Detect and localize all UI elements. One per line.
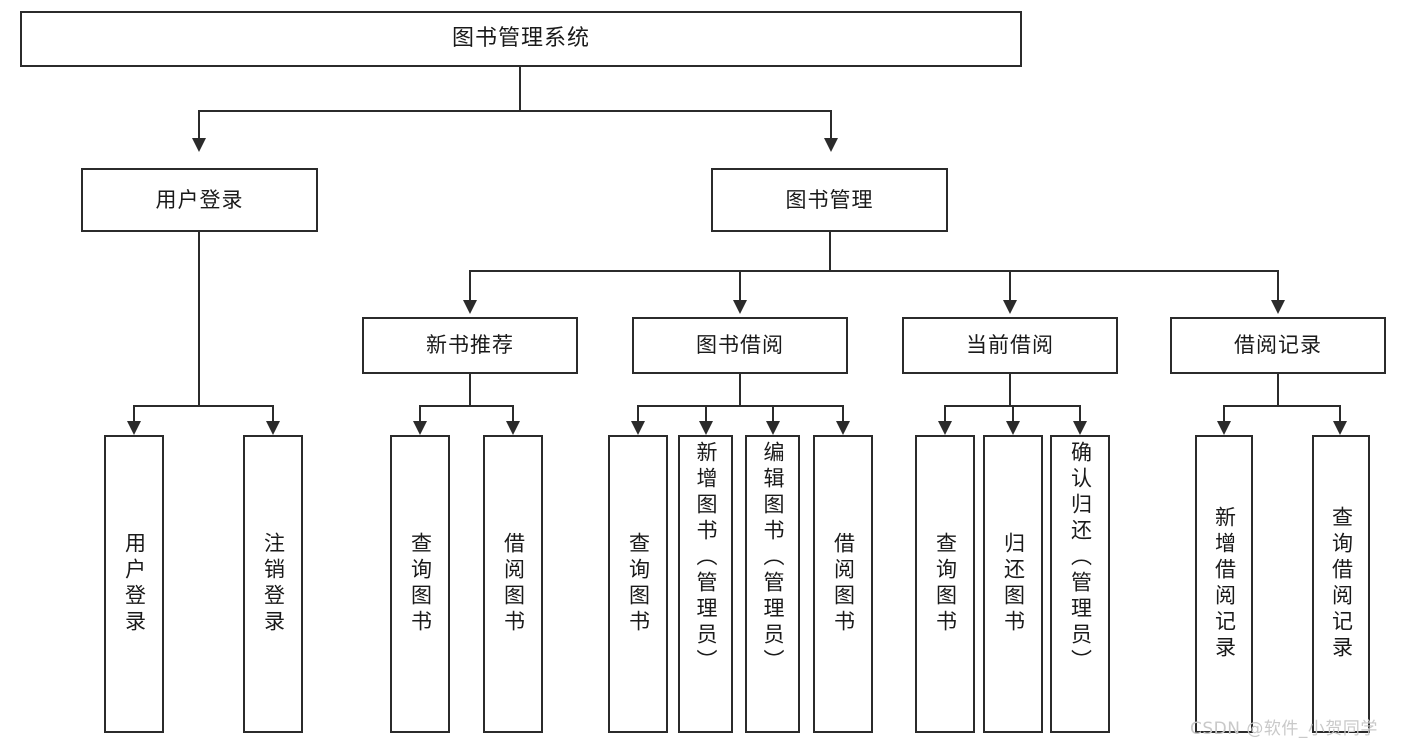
connector-bb-leaf-2 bbox=[705, 405, 707, 423]
connector-user-login-stem bbox=[198, 232, 200, 406]
arrow-to-leaf-logout bbox=[266, 421, 280, 435]
leaf-return-book[interactable]: 归还图书 bbox=[983, 435, 1043, 733]
arrow-to-new-book-recommend bbox=[463, 300, 477, 314]
node-new-book-recommend[interactable]: 新书推荐 bbox=[362, 317, 578, 374]
connector-current-borrow-stem bbox=[1009, 374, 1011, 406]
leaf-user-login[interactable]: 用户登录 bbox=[104, 435, 164, 733]
arrow-bb-leaf-3 bbox=[766, 421, 780, 435]
arrow-bb-leaf-4 bbox=[836, 421, 850, 435]
connector-nbr-leaf-1 bbox=[419, 405, 421, 423]
connector-to-current-borrow bbox=[1009, 270, 1011, 302]
arrow-bb-leaf-1 bbox=[631, 421, 645, 435]
arrow-bb-leaf-2 bbox=[699, 421, 713, 435]
leaf-label: 新增借阅记录 bbox=[1212, 506, 1237, 662]
leaf-query-book-bb[interactable]: 查询图书 bbox=[608, 435, 668, 733]
leaf-add-book-admin[interactable]: 新增图书（管理员） bbox=[678, 435, 733, 733]
leaf-query-borrow-record[interactable]: 查询借阅记录 bbox=[1312, 435, 1370, 733]
connector-root-stem bbox=[519, 67, 521, 111]
connector-br-leaf-1 bbox=[1223, 405, 1225, 423]
node-label: 用户登录 bbox=[155, 187, 244, 212]
connector-to-new-book-recommend bbox=[469, 270, 471, 302]
arrow-to-book-borrow bbox=[733, 300, 747, 314]
arrow-cb-leaf-3 bbox=[1073, 421, 1087, 435]
node-label: 图书借阅 bbox=[696, 333, 784, 357]
arrow-br-leaf-1 bbox=[1217, 421, 1231, 435]
arrow-br-leaf-2 bbox=[1333, 421, 1347, 435]
leaf-add-borrow-record[interactable]: 新增借阅记录 bbox=[1195, 435, 1253, 733]
arrow-cb-leaf-1 bbox=[938, 421, 952, 435]
leaf-label: 借阅图书 bbox=[831, 532, 856, 636]
connector-book-borrow-bus bbox=[637, 405, 843, 407]
arrow-to-user-login bbox=[192, 138, 206, 152]
connector-new-book-recommend-stem bbox=[469, 374, 471, 406]
connector-borrow-record-stem bbox=[1277, 374, 1279, 406]
leaf-label: 新增图书（管理员） bbox=[694, 441, 718, 675]
leaf-confirm-return-admin[interactable]: 确认归还（管理员） bbox=[1050, 435, 1110, 733]
leaf-query-book-nbr[interactable]: 查询图书 bbox=[390, 435, 450, 733]
connector-cb-leaf-3 bbox=[1079, 405, 1081, 423]
arrow-cb-leaf-2 bbox=[1006, 421, 1020, 435]
connector-bb-leaf-3 bbox=[772, 405, 774, 423]
connector-borrow-record-bus bbox=[1223, 405, 1341, 407]
leaf-label: 查询图书 bbox=[933, 532, 958, 636]
leaf-label: 注销登录 bbox=[261, 532, 286, 636]
connector-br-leaf-2 bbox=[1339, 405, 1341, 423]
arrow-nbr-leaf-1 bbox=[413, 421, 427, 435]
node-book-borrow[interactable]: 图书借阅 bbox=[632, 317, 848, 374]
connector-root-to-user-login bbox=[198, 110, 200, 140]
connector-cb-leaf-2 bbox=[1012, 405, 1014, 423]
connector-nbr-leaf-2 bbox=[512, 405, 514, 423]
connector-new-book-recommend-bus bbox=[419, 405, 514, 407]
connector-to-borrow-record bbox=[1277, 270, 1279, 302]
leaf-label: 确认归还（管理员） bbox=[1068, 441, 1093, 675]
leaf-label: 编辑图书（管理员） bbox=[761, 441, 785, 675]
leaf-label: 查询图书 bbox=[408, 532, 433, 636]
leaf-borrow-book-bb[interactable]: 借阅图书 bbox=[813, 435, 873, 733]
connector-cb-leaf-1 bbox=[944, 405, 946, 423]
connector-root-bus bbox=[198, 110, 832, 112]
watermark-csdn: CSDN @软件_小贺同学 bbox=[1190, 719, 1378, 739]
connector-root-to-book-management bbox=[830, 110, 832, 140]
leaf-label: 查询图书 bbox=[626, 532, 651, 636]
connector-level3-bus bbox=[469, 270, 1279, 272]
leaf-label: 用户登录 bbox=[122, 532, 147, 636]
node-label: 借阅记录 bbox=[1234, 333, 1322, 357]
connector-to-leaf-user-login bbox=[133, 405, 135, 423]
node-user-login[interactable]: 用户登录 bbox=[81, 168, 318, 232]
connector-book-management-stem bbox=[829, 232, 831, 271]
node-current-borrow[interactable]: 当前借阅 bbox=[902, 317, 1118, 374]
leaf-logout[interactable]: 注销登录 bbox=[243, 435, 303, 733]
connector-to-leaf-logout bbox=[272, 405, 274, 423]
leaf-label: 归还图书 bbox=[1001, 532, 1026, 636]
leaf-label: 查询借阅记录 bbox=[1329, 506, 1354, 662]
leaf-query-book-cb[interactable]: 查询图书 bbox=[915, 435, 975, 733]
node-label: 当前借阅 bbox=[966, 333, 1054, 357]
arrow-to-leaf-user-login bbox=[127, 421, 141, 435]
arrow-nbr-leaf-2 bbox=[506, 421, 520, 435]
node-book-management-system[interactable]: 图书管理系统 bbox=[20, 11, 1022, 67]
node-book-management[interactable]: 图书管理 bbox=[711, 168, 948, 232]
connector-bb-leaf-1 bbox=[637, 405, 639, 423]
leaf-borrow-book-nbr[interactable]: 借阅图书 bbox=[483, 435, 543, 733]
node-borrow-record[interactable]: 借阅记录 bbox=[1170, 317, 1386, 374]
arrow-to-borrow-record bbox=[1271, 300, 1285, 314]
leaf-label: 借阅图书 bbox=[501, 532, 526, 636]
leaf-edit-book-admin[interactable]: 编辑图书（管理员） bbox=[745, 435, 800, 733]
arrow-to-current-borrow bbox=[1003, 300, 1017, 314]
connector-bb-leaf-4 bbox=[842, 405, 844, 423]
node-label: 图书管理 bbox=[785, 187, 874, 212]
node-label: 新书推荐 bbox=[426, 333, 514, 357]
connector-book-borrow-stem bbox=[739, 374, 741, 406]
connector-to-book-borrow bbox=[739, 270, 741, 302]
connector-user-login-bus bbox=[133, 405, 272, 407]
node-label: 图书管理系统 bbox=[451, 26, 590, 51]
arrow-to-book-management bbox=[824, 138, 838, 152]
